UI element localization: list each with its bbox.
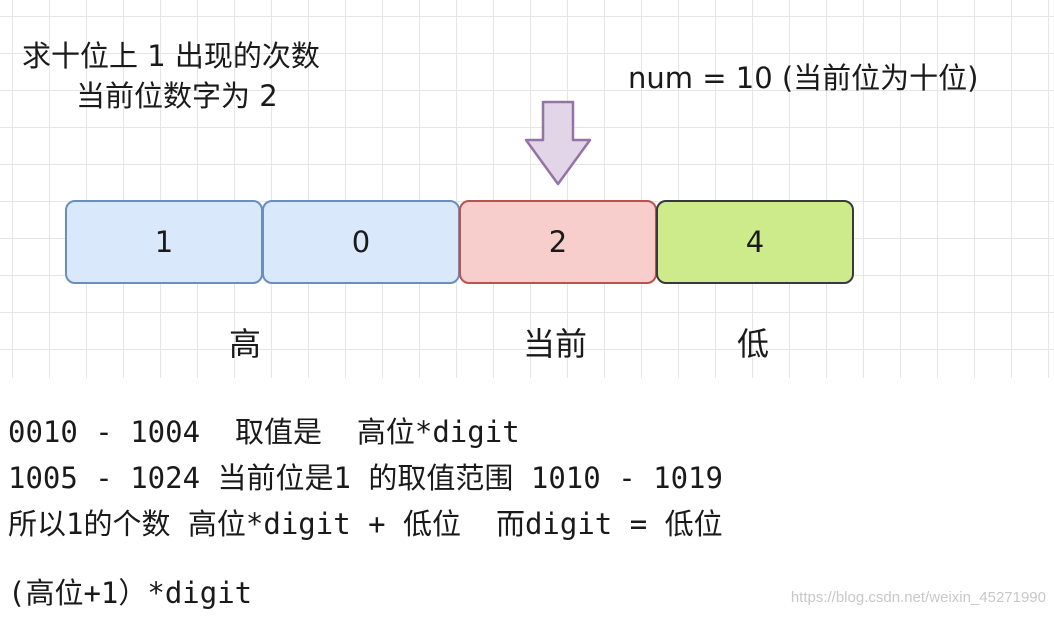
- digit-box-low: 4: [656, 200, 854, 284]
- label-current: 当前: [523, 325, 588, 363]
- watermark: https://blog.csdn.net/weixin_45271990: [790, 589, 1046, 606]
- digit-box-high-2: 0: [262, 200, 460, 284]
- digit-box-high-1: 1: [65, 200, 263, 284]
- formula-line: (高位+1）*digit: [8, 576, 253, 610]
- diagram-canvas: 求十位上 1 出现的次数 当前位数字为 2 num = 10 (当前位为十位) …: [0, 0, 1054, 378]
- down-arrow-icon: [524, 100, 592, 186]
- note-line-3: 所以1的个数 高位*digit + 低位 而digit = 低位: [8, 507, 723, 541]
- label-high: 高: [229, 325, 262, 363]
- note-line-1: 0010 - 1004 取值是 高位*digit: [8, 415, 520, 449]
- title-line-2: 当前位数字为 2: [76, 79, 278, 113]
- label-low: 低: [737, 325, 770, 363]
- note-line-2: 1005 - 1024 当前位是1 的取值范围 1010 - 1019: [8, 461, 723, 495]
- title-line-1: 求十位上 1 出现的次数: [22, 39, 320, 73]
- notes-block: 0010 - 1004 取值是 高位*digit 1005 - 1024 当前位…: [8, 409, 723, 547]
- num-label: num = 10 (当前位为十位): [628, 61, 979, 95]
- digit-box-current: 2: [459, 200, 657, 284]
